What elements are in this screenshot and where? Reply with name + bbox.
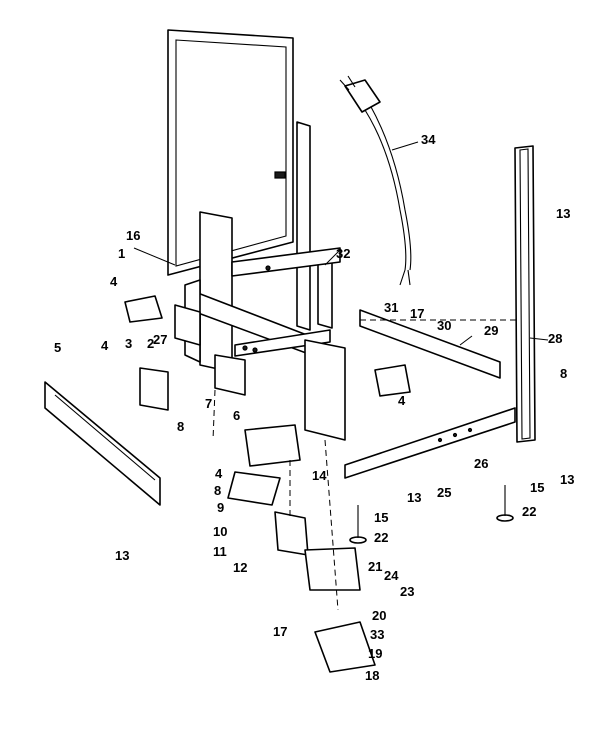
part-2-bracket [139, 367, 169, 411]
assembly-guides [212, 319, 520, 611]
callout-c1: 1 [118, 246, 125, 261]
callout-c31: 31 [384, 300, 398, 315]
part-29-right-rail [359, 309, 501, 379]
callout-c32: 32 [336, 246, 350, 261]
callout-c9: 9 [217, 500, 224, 515]
part-9-terminal-block [227, 471, 281, 506]
callout-c25: 25 [437, 485, 451, 500]
part-34-power-cord [339, 75, 412, 286]
callout-c34: 34 [421, 132, 436, 147]
part-12-valve [274, 511, 309, 556]
callout-c15b: 15 [530, 480, 544, 495]
callout-c8a: 8 [177, 419, 184, 434]
callout-labels: 1234444567888910111213131313141515161717… [54, 132, 574, 683]
part-28-right-channel [514, 145, 536, 443]
callout-c21: 21 [368, 559, 382, 574]
part-32-vertical-post [296, 121, 333, 331]
callout-c13d: 13 [560, 472, 574, 487]
callout-c33: 33 [370, 627, 384, 642]
callout-c4a: 4 [110, 274, 118, 289]
callout-c7: 7 [205, 396, 212, 411]
callout-c22b: 22 [522, 504, 536, 519]
callout-c29: 29 [484, 323, 498, 338]
part-1-clip [124, 295, 163, 323]
callout-c11: 11 [213, 544, 227, 559]
main-frame-assembly [174, 211, 346, 441]
part-6-switch-housing [244, 424, 301, 467]
callout-c15a: 15 [374, 510, 388, 525]
callout-c4d: 4 [398, 393, 406, 408]
callout-c2: 2 [147, 336, 154, 351]
callout-c13c: 13 [556, 206, 570, 221]
callout-c17a: 17 [410, 306, 424, 321]
callout-c6: 6 [233, 408, 240, 423]
callout-c26: 26 [474, 456, 488, 471]
callout-c23: 23 [400, 584, 414, 599]
callout-c30: 30 [437, 318, 451, 333]
callout-c19: 19 [368, 646, 382, 661]
part-22-leveling-foot-a [349, 505, 367, 544]
callout-c27: 27 [153, 332, 167, 347]
callout-c24: 24 [384, 568, 399, 583]
part-21-motor-bracket [304, 547, 361, 591]
callout-c8c: 8 [560, 366, 567, 381]
callout-c13a: 13 [115, 548, 129, 563]
callout-c18: 18 [365, 668, 379, 683]
part-19-base-plate [314, 621, 376, 673]
callout-c28: 28 [548, 331, 562, 346]
callout-c4c: 4 [215, 466, 223, 481]
callout-c14: 14 [312, 468, 327, 483]
part-22-leveling-foot-b [496, 485, 514, 522]
callout-c10: 10 [213, 524, 227, 539]
callout-c17b: 17 [273, 624, 287, 639]
callout-c22a: 22 [374, 530, 388, 545]
callout-c20: 20 [372, 608, 386, 623]
callout-c3: 3 [125, 336, 132, 351]
part-26-bottom-rail [344, 407, 516, 479]
part-5-kick-plate [44, 381, 161, 506]
callout-c16: 16 [126, 228, 140, 243]
callout-c13b: 13 [407, 490, 421, 505]
callout-leaders [133, 141, 549, 346]
callout-c8b: 8 [214, 483, 221, 498]
part-30-bracket [374, 364, 411, 397]
callout-c5: 5 [54, 340, 61, 355]
callout-c12: 12 [233, 560, 247, 575]
callout-c4b: 4 [101, 338, 109, 353]
